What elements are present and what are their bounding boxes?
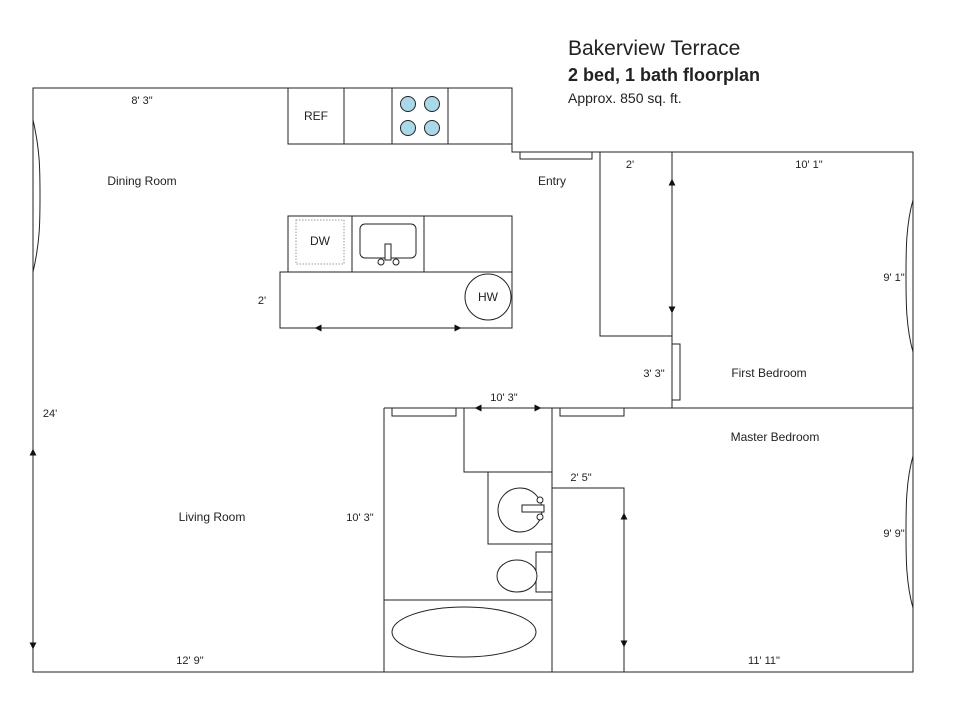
- refrigerator-label: REF: [304, 109, 328, 123]
- dishwasher-outline: [295, 219, 345, 265]
- bath-closet-door: [391, 407, 457, 417]
- dim-bath-width: 10' 3": [490, 392, 518, 404]
- room-label-living: Living Room: [179, 510, 246, 524]
- dim-master-closet: 2' 5": [570, 472, 591, 484]
- dim-hall-width: 3' 3": [643, 368, 664, 380]
- dim-closet-width: 2': [626, 159, 634, 171]
- bath-sink-icon: [497, 487, 545, 533]
- window-first-bedroom: [905, 199, 914, 353]
- dim-dining-width: 8' 3": [131, 95, 152, 107]
- dim-counter-depth: 2': [258, 295, 266, 307]
- stove-burners-icon: [400, 96, 440, 136]
- window-master-bedroom: [905, 455, 914, 609]
- room-label-first-bedroom: First Bedroom: [731, 366, 806, 380]
- dim-living-depth: 24': [43, 408, 57, 420]
- dim-master-depth: 9' 9": [883, 528, 904, 540]
- plan-area: Approx. 850 sq. ft.: [568, 90, 682, 106]
- linen-closet: [463, 407, 553, 473]
- plan-title: Bakerview Terrace: [568, 37, 740, 60]
- dim-first-bed-depth: 9' 1": [883, 272, 904, 284]
- plan-subtitle: 2 bed, 1 bath floorplan: [568, 65, 760, 85]
- room-label-entry: Entry: [538, 174, 566, 188]
- window-dining: [32, 119, 41, 273]
- kitchen-sink-icon: [359, 223, 417, 266]
- first-bedroom-door: [671, 343, 681, 401]
- toilet-icon: [496, 551, 553, 593]
- water-heater-label: HW: [478, 290, 499, 304]
- dim-living-width: 12' 9": [176, 655, 204, 667]
- water-heater-icon: [464, 273, 512, 321]
- dim-bath-depth: 10' 3": [346, 512, 374, 524]
- entry-door: [519, 151, 593, 160]
- bathtub-basin: [391, 606, 537, 658]
- kitchen-upper-counter: [287, 87, 513, 145]
- master-door: [559, 407, 625, 417]
- dishwasher-label: DW: [310, 234, 331, 248]
- room-label-dining: Dining Room: [107, 174, 176, 188]
- master-closet-wall: [552, 487, 625, 672]
- room-label-master-bedroom: Master Bedroom: [731, 430, 820, 444]
- dim-first-bed-width: 10' 1": [795, 159, 823, 171]
- dim-master-width: 11' 11": [748, 655, 780, 667]
